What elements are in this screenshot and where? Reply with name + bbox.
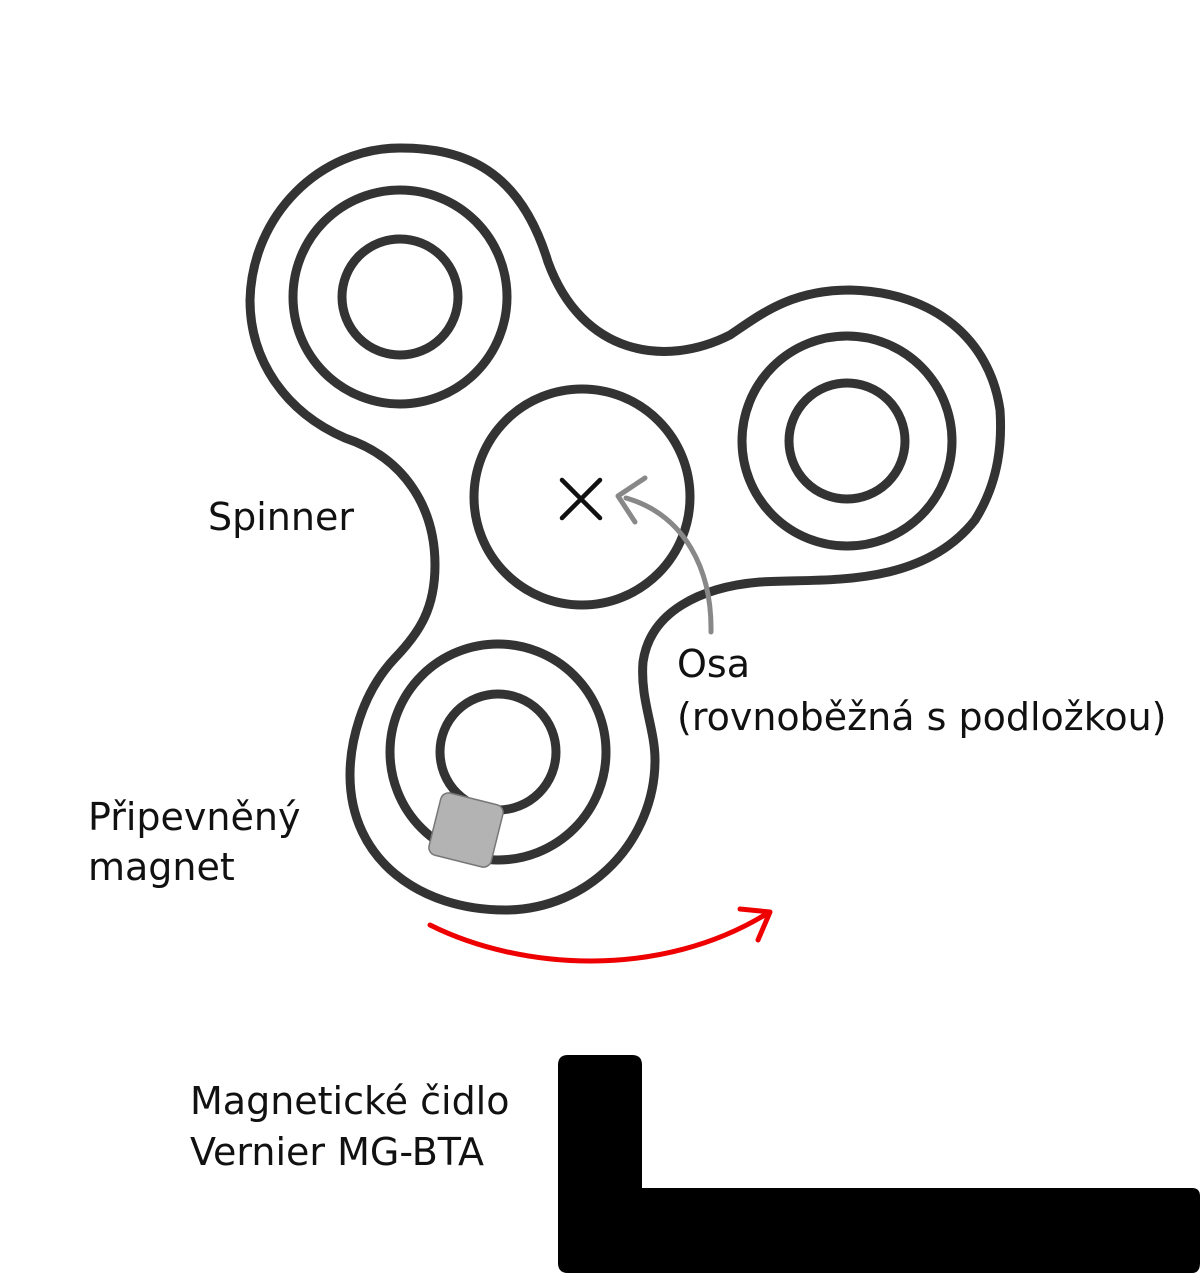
- axis-pointer-arrow: [623, 495, 714, 635]
- magnet-block: [428, 792, 504, 868]
- axis-label-line1: Osa: [677, 642, 750, 686]
- axis-pointer-arrowhead: [615, 475, 648, 525]
- center-hub-ring: [469, 384, 695, 610]
- x-cross-icon: [559, 477, 603, 521]
- spinner-body-outline: [245, 143, 1006, 915]
- axis-label-line2: (rovnoběžná s podložkou): [677, 695, 1167, 739]
- bottom-bearing-ring-inner: [435, 689, 561, 815]
- curved-arrow-icon: [427, 910, 771, 964]
- magnet-label-line2: magnet: [88, 845, 235, 889]
- bottom-bearing-ring-outer: [385, 639, 611, 865]
- spinner-label: Spinner: [208, 495, 354, 539]
- top-left-bearing-ring-inner: [337, 234, 463, 360]
- magnetic-sensor-shape: [558, 1055, 1200, 1273]
- sensor-label-line1: Magnetické čidlo: [190, 1079, 510, 1123]
- right-bearing-ring-outer: [737, 331, 957, 551]
- right-bearing-ring-inner: [784, 378, 910, 504]
- rotation-arrowhead: [737, 906, 773, 943]
- top-left-bearing-ring-outer: [288, 185, 512, 409]
- sensor-label-line2: Vernier MG-BTA: [190, 1130, 484, 1174]
- magnet-label-line1: Připevněný: [88, 795, 300, 839]
